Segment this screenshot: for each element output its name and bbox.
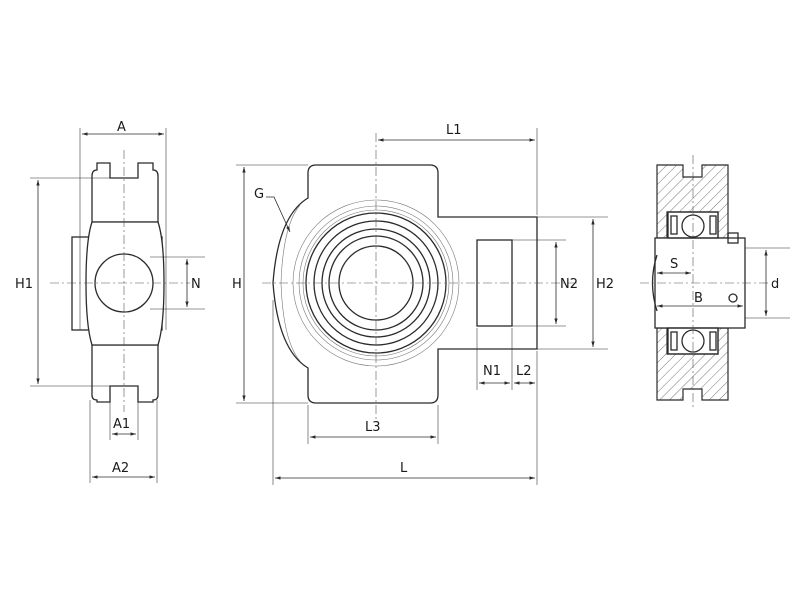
dimension-labels: A H1 N A1 A2 G H L1 N2 H2 N1 L2 L3 L S B… [15,120,779,476]
label-B: B [694,291,703,306]
side-view-lower-ear [91,344,159,403]
label-N: N [191,277,201,292]
label-A1: A1 [113,417,130,432]
label-H: H [232,277,242,292]
section-view-setscrew-hole [728,293,738,303]
side-view-upper-ear [91,162,159,223]
label-L: L [400,461,408,476]
label-A2: A2 [112,461,129,476]
front-view [236,128,608,485]
section-view [640,155,790,410]
side-view [30,128,205,483]
label-H1: H1 [15,277,33,292]
label-A: A [117,120,126,135]
label-G: G [254,187,264,202]
front-view-housing [272,164,538,404]
section-view-lower-housing [656,327,729,401]
label-d: d [771,277,779,292]
label-N2: N2 [560,277,578,292]
label-S: S [670,257,678,272]
label-H2: H2 [596,277,614,292]
label-L2: L2 [516,364,532,379]
label-L3: L3 [365,420,381,435]
label-N1: N1 [483,364,501,379]
label-L1: L1 [446,123,462,138]
